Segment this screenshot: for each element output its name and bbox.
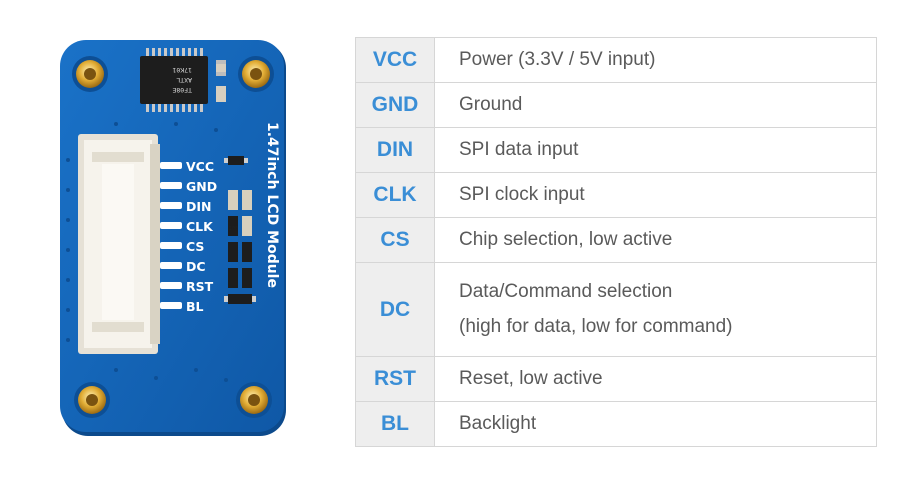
pin-description-text: Chip selection, low active <box>459 229 673 251</box>
pin-description-cell: Backlight <box>434 401 877 447</box>
pin-pads <box>160 162 182 309</box>
board-pin-din: DIN <box>186 199 212 214</box>
pin-name-cell: CLK <box>355 172 435 218</box>
mounting-hole-top-right <box>238 56 274 92</box>
board-pin-clk: CLK <box>186 219 214 234</box>
pin-description-text: SPI clock input <box>459 184 585 206</box>
pin-description-text: Data/Command selection <box>459 281 673 303</box>
pin-description-text: SPI data input <box>459 139 579 161</box>
lcd-module-board: TF08E AXTL 17K01 <box>56 40 292 440</box>
pin-header-connector <box>78 134 160 354</box>
table-row: CS Chip selection, low active <box>355 217 877 263</box>
pin-name-cell: RST <box>355 356 435 402</box>
pin-description-cell: Data/Command selection (high for data, l… <box>434 262 877 357</box>
pin-name-cell: DC <box>355 262 435 357</box>
pin-name-cell: VCC <box>355 37 435 83</box>
table-row: RST Reset, low active <box>355 356 877 402</box>
board-illustration: TF08E AXTL 17K01 <box>60 40 286 436</box>
via-dots <box>66 122 228 382</box>
pin-name-cell: GND <box>355 82 435 128</box>
ic-chip: TF08E AXTL 17K01 <box>140 48 208 112</box>
board-pin-cs: CS <box>186 239 204 254</box>
table-row: GND Ground <box>355 82 877 128</box>
board-pin-vcc: VCC <box>186 159 214 174</box>
board-pin-dc: DC <box>186 259 206 274</box>
mounting-hole-top-left <box>72 56 108 92</box>
pin-name-cell: DIN <box>355 127 435 173</box>
board-pin-bl: BL <box>186 299 204 314</box>
mounting-hole-bottom-right <box>236 382 272 418</box>
smd-components: 100 <box>224 156 256 304</box>
pin-description-cell: Ground <box>434 82 877 128</box>
chip-marking-3: 17K01 <box>172 66 192 74</box>
chip-marking-2: AXTL <box>176 76 192 84</box>
pin-description-text: Power (3.3V / 5V input) <box>459 49 656 71</box>
board-title: 1.47inch LCD Module <box>264 122 280 288</box>
pin-description-cell: Power (3.3V / 5V input) <box>434 37 877 83</box>
pin-description-cell: SPI clock input <box>434 172 877 218</box>
capacitor-top <box>216 60 226 102</box>
table-row: DIN SPI data input <box>355 127 877 173</box>
pin-description-table: VCC Power (3.3V / 5V input) GND Ground D… <box>355 37 877 447</box>
mounting-hole-bottom-left <box>74 382 110 418</box>
board-pin-rst: RST <box>186 279 214 294</box>
pin-name-cell: BL <box>355 401 435 447</box>
table-row: DC Data/Command selection (high for data… <box>355 262 877 357</box>
pin-description-text: Ground <box>459 94 523 116</box>
pin-description-cell: Chip selection, low active <box>434 217 877 263</box>
board-pin-gnd: GND <box>186 179 217 194</box>
pin-description-text: Backlight <box>459 413 537 435</box>
pin-description-cell: SPI data input <box>434 127 877 173</box>
resistor-marking: 100 <box>229 226 238 232</box>
pin-description-text: Reset, low active <box>459 368 603 390</box>
table-row: CLK SPI clock input <box>355 172 877 218</box>
pin-description-text: (high for data, low for command) <box>459 316 733 337</box>
table-row: BL Backlight <box>355 401 877 447</box>
pin-description-cell: Reset, low active <box>434 356 877 402</box>
pin-name-cell: CS <box>355 217 435 263</box>
chip-marking-1: TF08E <box>172 86 192 94</box>
table-row: VCC Power (3.3V / 5V input) <box>355 37 877 83</box>
